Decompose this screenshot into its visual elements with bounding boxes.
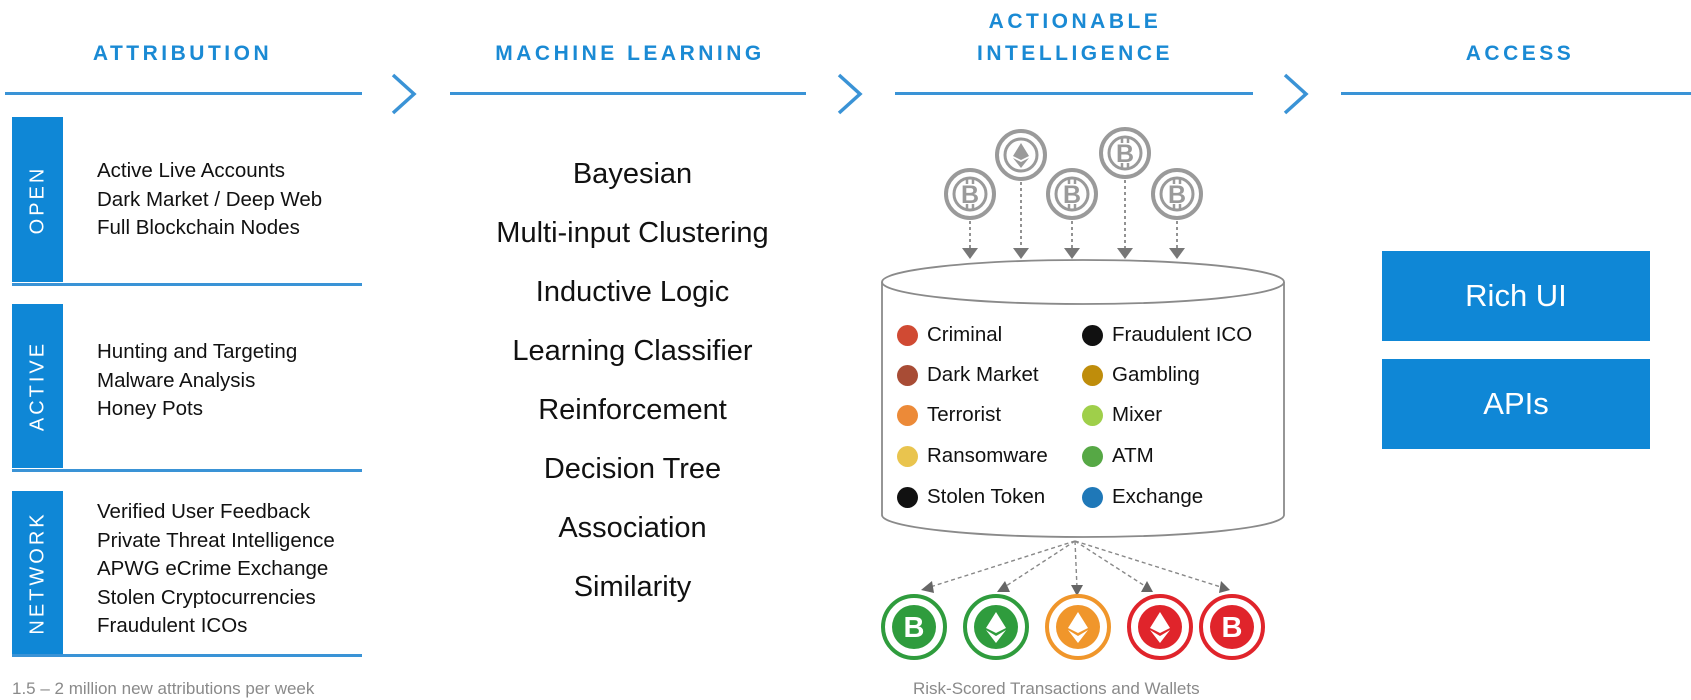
legend-label: Fraudulent ICO	[1112, 323, 1253, 346]
legend-label: ATM	[1112, 444, 1154, 467]
header-access: ACCESS	[1465, 42, 1575, 65]
attribution-footnote: 1.5 – 2 million new attributions per wee…	[12, 679, 315, 698]
ml-method: Inductive Logic	[535, 276, 730, 308]
ml-method: Reinforcement	[538, 394, 727, 426]
list-item: Verified User Feedback	[97, 500, 311, 523]
category-network-tab: NETWORK	[12, 491, 63, 654]
list-item: Private Threat Intelligence	[97, 528, 335, 552]
list-item: Hunting and Targeting	[97, 340, 298, 363]
ml-method: Similarity	[573, 571, 692, 603]
legend-dot	[897, 404, 918, 426]
list-item: Honey Pots	[97, 397, 203, 420]
ml-method: Association	[558, 512, 707, 544]
ethereum-icon	[1127, 594, 1193, 660]
legend-label: Stolen Token	[927, 485, 1046, 508]
chevron-right-icon	[837, 73, 863, 115]
legend-label: Exchange	[1112, 485, 1204, 508]
ethereum-icon	[995, 129, 1047, 181]
legend-label: Gambling	[1112, 363, 1200, 386]
list-item: Full Blockchain Nodes	[97, 216, 300, 239]
output-coins: B B	[881, 594, 1265, 660]
legend-item-exchange: Exchange	[1082, 485, 1203, 509]
output-arrows	[921, 540, 1230, 596]
category-network-list: Verified User Feedback Private Threat In…	[97, 498, 335, 641]
category-active-list: Hunting and Targeting Malware Analysis H…	[97, 338, 297, 424]
category-open-tab: OPEN	[12, 117, 63, 282]
category-open-list: Active Live Accounts Dark Market / Deep …	[97, 157, 322, 243]
machine-learning-list: Bayesian Multi-input Clustering Inductiv…	[460, 154, 805, 626]
intelligence-caption: Risk-Scored Transactions and Wallets	[913, 679, 1200, 698]
category-active-label: ACTIVE	[26, 340, 48, 432]
header-attribution: ATTRIBUTION	[92, 42, 273, 65]
legend-item-stolen-token: Stolen Token	[897, 485, 1045, 509]
ml-method: Bayesian	[572, 158, 693, 190]
header-actionable-line1: ACTIONABLE	[988, 10, 1162, 33]
header-actionable-line2: INTELLIGENCE	[976, 42, 1173, 65]
legend-dot	[1082, 486, 1103, 508]
legend-label: Ransomware	[927, 444, 1048, 467]
apis-button[interactable]: APIs	[1382, 359, 1650, 449]
category-open-label: OPEN	[26, 165, 48, 234]
category-active-divider	[12, 469, 362, 472]
legend-dot	[1082, 324, 1103, 346]
ml-method: Decision Tree	[543, 453, 722, 485]
list-item: Stolen Cryptocurrencies	[97, 585, 316, 609]
chevron-right-icon	[391, 73, 417, 115]
intelligence-divider	[895, 92, 1253, 95]
category-network-label: NETWORK	[26, 510, 48, 635]
category-open-divider	[12, 283, 362, 286]
input-arrows	[962, 180, 1185, 259]
legend-item-fraudulent-ico: Fraudulent ICO	[1082, 323, 1252, 347]
legend-dot	[1082, 404, 1103, 426]
category-active-tab: ACTIVE	[12, 304, 63, 468]
rich-ui-button[interactable]: Rich UI	[1382, 251, 1650, 341]
list-item: Active Live Accounts	[97, 159, 286, 182]
attribution-divider	[5, 92, 362, 95]
legend-label: Criminal	[927, 323, 1003, 346]
list-item: Dark Market / Deep Web	[97, 187, 323, 211]
bitcoin-icon	[944, 168, 996, 220]
legend-dot	[897, 486, 918, 508]
legend-item-criminal: Criminal	[897, 323, 1002, 347]
legend-dot	[897, 364, 918, 386]
bitcoin-icon: B	[1199, 594, 1265, 660]
legend-item-terrorist: Terrorist	[897, 403, 1001, 427]
list-item: Fraudulent ICOs	[97, 614, 248, 637]
list-item: APWG eCrime Exchange	[97, 557, 329, 580]
bitcoin-icon	[1046, 168, 1098, 220]
legend-item-mixer: Mixer	[1082, 403, 1162, 427]
machine-learning-divider	[450, 92, 806, 95]
input-coins	[944, 127, 1203, 220]
legend-dot	[897, 445, 918, 467]
legend-item-ransomware: Ransomware	[897, 444, 1048, 468]
legend-dot	[1082, 445, 1103, 467]
svg-text:B: B	[1222, 612, 1243, 644]
legend-item-atm: ATM	[1082, 444, 1154, 468]
legend-dot	[1082, 364, 1103, 386]
bitcoin-icon: B	[881, 594, 947, 660]
ethereum-icon	[963, 594, 1029, 660]
bitcoin-icon	[1099, 127, 1151, 179]
legend-label: Terrorist	[927, 403, 1002, 426]
category-network-divider	[12, 654, 362, 657]
legend-item-gambling: Gambling	[1082, 363, 1200, 387]
chevron-right-icon	[1283, 73, 1309, 115]
bitcoin-icon	[1151, 168, 1203, 220]
header-machine-learning: MACHINE LEARNING	[495, 42, 765, 65]
ml-method: Learning Classifier	[512, 335, 753, 367]
ethereum-icon	[1045, 594, 1111, 660]
legend-label: Dark Market	[927, 363, 1039, 386]
access-divider	[1341, 92, 1691, 95]
svg-text:B: B	[904, 612, 925, 644]
legend-label: Mixer	[1112, 403, 1163, 426]
legend-dot	[897, 324, 918, 346]
legend-item-dark-market: Dark Market	[897, 363, 1039, 387]
list-item: Malware Analysis	[97, 368, 256, 392]
ml-method: Multi-input Clustering	[496, 217, 769, 249]
